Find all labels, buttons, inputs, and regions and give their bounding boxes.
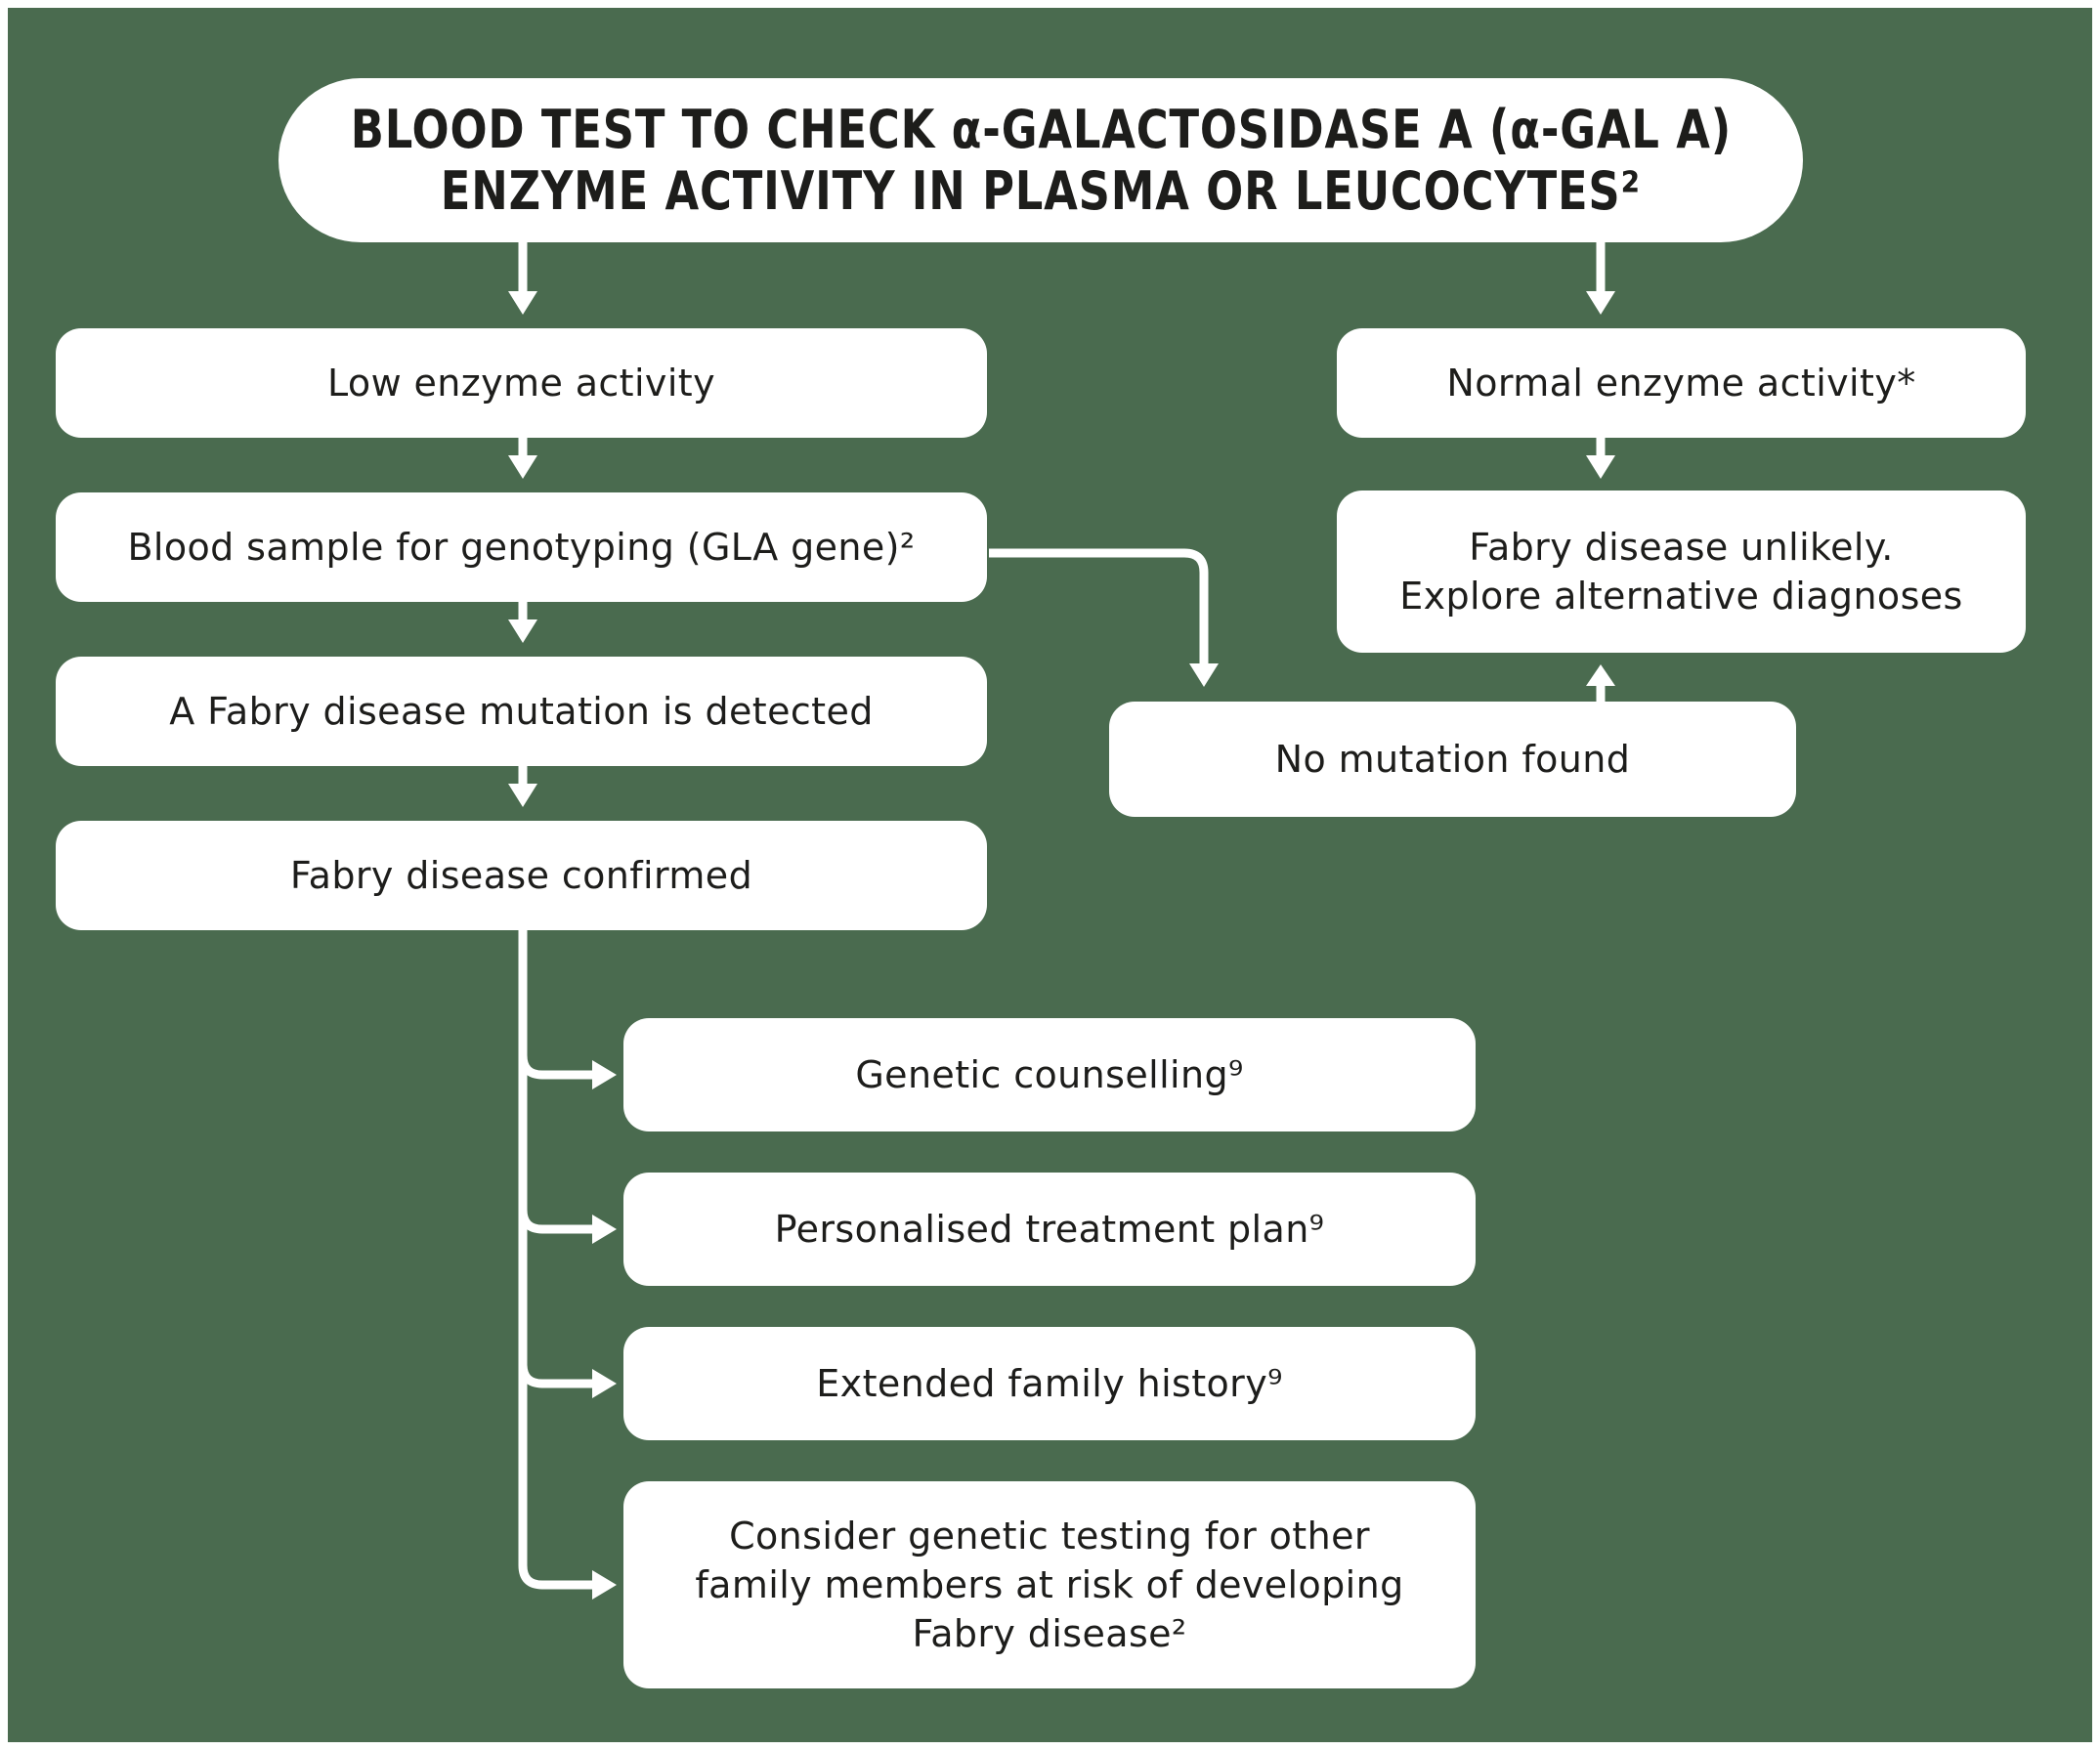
arrowhead-pill-to-low [508, 291, 537, 315]
trunk-confirmed-branches [518, 930, 592, 1590]
node-fabry-confirmed: Fabry disease confirmed [56, 821, 987, 930]
node-extended-family-history: Extended family history⁹ [623, 1327, 1476, 1440]
title-line-1: BLOOD TEST TO CHECK α-GALACTOSIDASE A (α… [350, 98, 1732, 160]
node-personalised-treatment-plan: Personalised treatment plan⁹ [623, 1173, 1476, 1286]
arrowhead-branch-treatment [592, 1215, 617, 1244]
arrowhead-branch-counselling [592, 1060, 617, 1089]
node-family-genetic-testing: Consider genetic testing for other famil… [623, 1481, 1476, 1688]
title-line-2: ENZYME ACTIVITY IN PLASMA OR LEUCOCYTES² [440, 160, 1642, 222]
branch-line-counselling [518, 1054, 592, 1080]
node-genetic-counselling: Genetic counselling⁹ [623, 1018, 1476, 1131]
title-pill: BLOOD TEST TO CHECK α-GALACTOSIDASE A (α… [279, 78, 1803, 242]
branch-line-treatment [518, 1209, 592, 1234]
node-fabry-unlikely: Fabry disease unlikely. Explore alternat… [1337, 491, 2026, 653]
arrowhead-elbow-to-nomutation [1189, 663, 1219, 687]
arrowhead-branch-history [592, 1369, 617, 1398]
node-low-enzyme-activity: Low enzyme activity [56, 328, 987, 438]
elbow-genotyping-to-nomutation [989, 548, 1209, 665]
node-mutation-detected: A Fabry disease mutation is detected [56, 657, 987, 766]
node-normal-enzyme-activity: Normal enzyme activity* [1337, 328, 2026, 438]
node-blood-sample-genotyping: Blood sample for genotyping (GLA gene)² [56, 492, 987, 602]
arrowhead-branch-testing [592, 1570, 617, 1600]
arrowhead-genotyping-to-mutation [508, 619, 537, 643]
arrowhead-mutation-to-confirmed [508, 784, 537, 807]
arrowhead-pill-to-normal [1586, 291, 1615, 315]
branch-line-history [518, 1363, 592, 1388]
arrowhead-normal-to-unlikely [1586, 455, 1615, 479]
arrowhead-low-to-genotyping [508, 455, 537, 479]
node-no-mutation-found: No mutation found [1109, 702, 1796, 817]
arrowhead-nomutation-to-unlikely [1586, 664, 1615, 686]
